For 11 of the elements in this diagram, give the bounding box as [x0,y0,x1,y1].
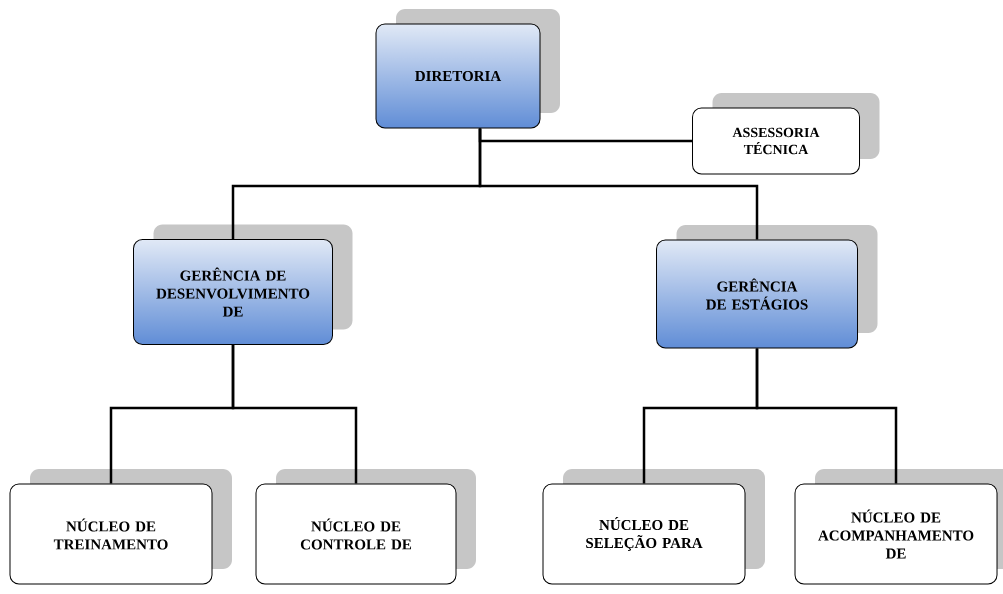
org-box: GERÊNCIA DE ESTÁGIOS [656,225,878,349]
org-box: NÚCLEO DE SELEÇÃO PARA [542,469,765,585]
org-box: DIRETORIA [375,9,560,129]
connector-line [755,348,898,484]
org-box: NÚCLEO DE TREINAMENTO [9,469,232,585]
org-box: NÚCLEO DE CONTROLE DE [255,469,476,585]
org-box: NÚCLEO DE ACOMPANHAMENTO DE [794,469,1003,585]
org-box: ASSESSORIA TÉCNICA [692,93,880,175]
connector-line [231,345,358,484]
connector-line [478,128,759,240]
org-box: GERÊNCIA DE DESENVOLVIMENTO DE [133,224,353,345]
